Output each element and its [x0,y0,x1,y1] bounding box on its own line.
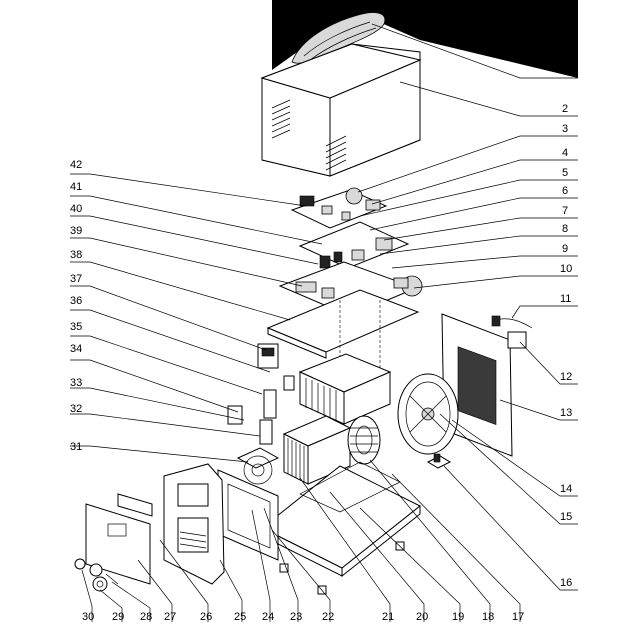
callout-9: 9 [562,243,568,255]
cover-housing [260,43,422,177]
callout-32: 32 [70,403,82,415]
callout-8: 8 [562,223,568,235]
callout-12: 12 [560,371,572,383]
lower-heatsink [282,415,352,485]
callout-15: 15 [560,511,572,523]
upper-heatsink [298,353,392,425]
callout-4: 4 [562,147,568,159]
mounting-bracket [227,375,295,445]
callout-28: 28 [140,611,152,623]
callout-2: 2 [562,103,568,115]
callout-11: 11 [560,293,571,305]
callout-29: 29 [112,611,124,623]
callout-7: 7 [562,205,568,217]
right-vent-slots [325,135,347,171]
callout-22: 22 [322,611,334,623]
callout-18: 18 [482,611,494,623]
toroid-coil [347,415,381,465]
middle-circuit-board [298,221,410,269]
callout-20: 20 [416,611,428,623]
callout-30: 30 [82,611,94,623]
upper-control-board [290,187,388,229]
callout-36: 36 [70,295,82,307]
callout-13: 13 [560,407,572,419]
heatsink-mounting-plate [266,289,420,359]
callout-19: 19 [452,611,464,623]
main-power-board [278,261,423,317]
callout-41: 41 [70,181,82,193]
callout-5: 5 [562,167,568,179]
callout-23: 23 [290,611,302,623]
rear-panel [441,313,513,457]
cooling-fan [397,373,459,455]
callout-6: 6 [562,185,568,197]
callout-33: 33 [70,377,82,389]
callout-10: 10 [560,263,572,275]
leader-lines-left [70,173,323,463]
callout-21: 21 [382,611,394,623]
callout-40: 40 [70,203,82,215]
callout-25: 25 [234,611,246,623]
callout-26: 26 [200,611,212,623]
leader-lines [81,23,578,622]
left-vent-slots [271,99,291,139]
base-tray [261,461,421,578]
transformer-component [257,343,279,369]
callout-1: 1 [562,65,568,77]
callout-35: 35 [70,321,82,333]
callout-38: 38 [70,249,82,261]
callout-3: 3 [562,123,568,135]
callout-14: 14 [560,483,572,495]
cable-clamp [426,453,452,469]
callout-34: 34 [70,343,82,355]
callout-27: 27 [164,611,176,623]
front-frame [217,469,279,561]
callout-39: 39 [70,225,82,237]
callout-24: 24 [262,611,274,623]
front-panel-plate [85,493,153,585]
callout-31: 31 [70,441,82,453]
callout-42: 42 [70,159,82,171]
callout-17: 17 [512,611,524,623]
small-fan-module [236,447,280,485]
callout-16: 16 [560,577,572,589]
front-bezel [163,463,225,585]
knob-and-connectors [74,558,119,592]
callout-37: 37 [70,273,82,285]
